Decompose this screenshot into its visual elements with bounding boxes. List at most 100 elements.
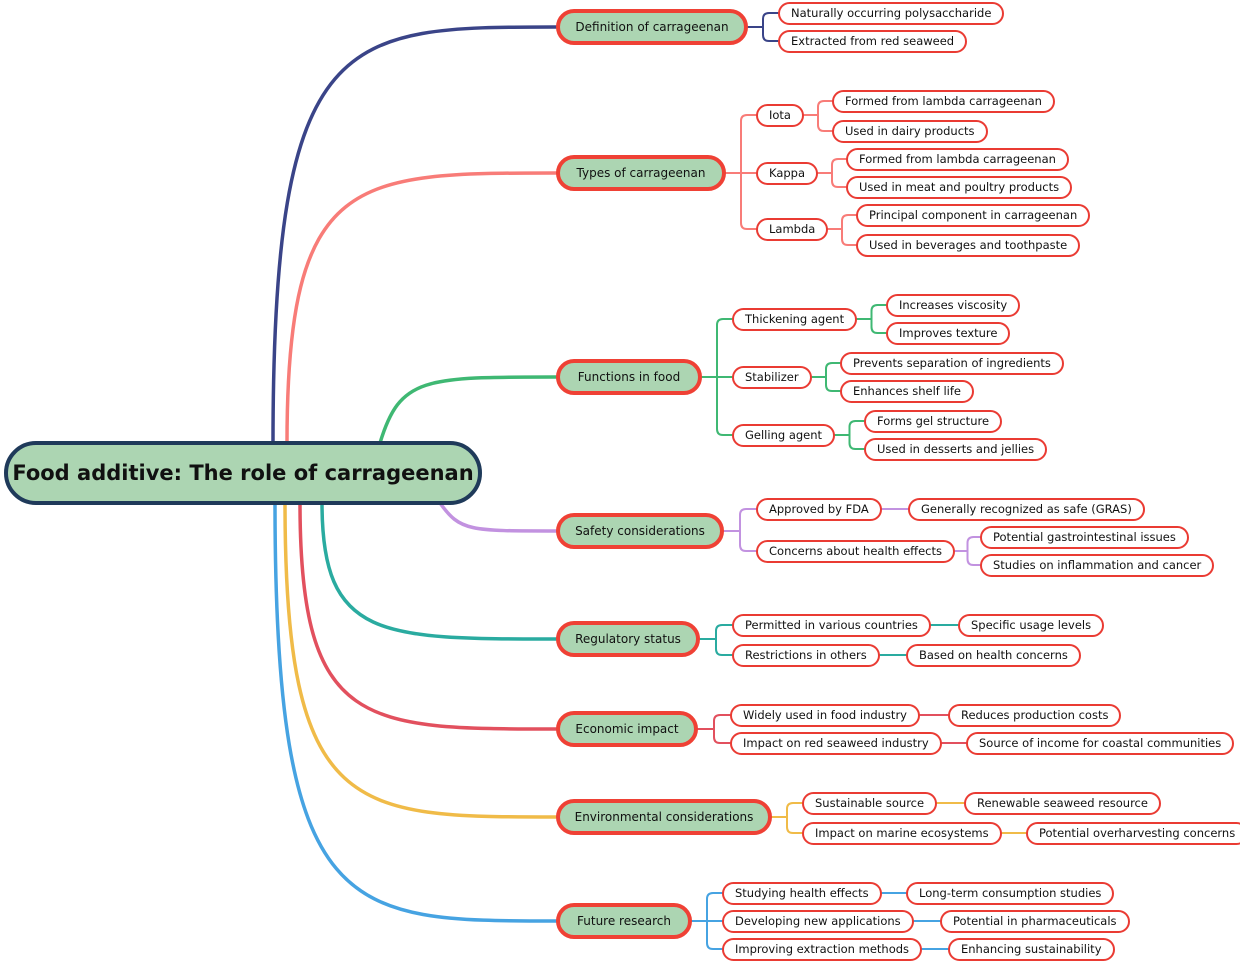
branch-functions-in-food[interactable]: Functions in food	[556, 359, 702, 395]
subtopic-formed-from-lambda-carrageenan[interactable]: Formed from lambda carrageenan	[846, 147, 1069, 171]
subtopic-generally-recognized-as-safe-gras-label: Generally recognized as safe (GRAS)	[921, 502, 1132, 516]
connector-used-in-beverages-and-toothpaste	[827, 228, 857, 246]
subtopic-reduces-production-costs[interactable]: Reduces production costs	[948, 703, 1122, 727]
topic-iota[interactable]: Iota	[756, 103, 804, 127]
subtopic-used-in-dairy-products[interactable]: Used in dairy products	[832, 119, 988, 143]
branch-future-research[interactable]: Future research	[556, 903, 692, 939]
topic-lambda[interactable]: Lambda	[756, 217, 829, 241]
topic-impact-on-red-seaweed-industry-label: Impact on red seaweed industry	[743, 736, 929, 750]
topic-extracted-from-red-seaweed-label: Extracted from red seaweed	[791, 34, 955, 48]
connector-extracted-from-red-seaweed	[747, 26, 779, 42]
topic-sustainable-source[interactable]: Sustainable source	[802, 791, 938, 815]
connector-studying-health-effects	[691, 892, 723, 922]
subtopic-enhances-shelf-life[interactable]: Enhances shelf life	[840, 379, 974, 403]
topic-lambda-label: Lambda	[769, 222, 816, 236]
connector-improving-extraction-methods	[691, 920, 723, 950]
connector-gelling-agent	[701, 376, 733, 436]
root-topic-label: Food additive: The role of carrageenan	[12, 461, 474, 485]
connector-improves-texture	[856, 318, 887, 334]
subtopic-long-term-consumption-studies[interactable]: Long-term consumption studies	[906, 881, 1115, 905]
root-connector-functions-in-food	[378, 375, 558, 445]
topic-extracted-from-red-seaweed[interactable]: Extracted from red seaweed	[778, 29, 968, 53]
subtopic-forms-gel-structure-label: Forms gel structure	[877, 414, 990, 428]
subtopic-formed-from-lambda-carrageenan[interactable]: Formed from lambda carrageenan	[832, 89, 1055, 113]
branch-definition-of-carrageenan[interactable]: Definition of carrageenan	[556, 9, 748, 45]
branch-regulatory-status[interactable]: Regulatory status	[556, 621, 700, 657]
subtopic-enhancing-sustainability[interactable]: Enhancing sustainability	[948, 937, 1115, 961]
subtopic-specific-usage-levels-label: Specific usage levels	[971, 618, 1092, 632]
subtopic-forms-gel-structure[interactable]: Forms gel structure	[864, 409, 1003, 433]
subtopic-based-on-health-concerns-label: Based on health concerns	[919, 648, 1068, 662]
connector-approved-by-fda	[723, 508, 757, 532]
subtopic-increases-viscosity[interactable]: Increases viscosity	[886, 293, 1021, 317]
connector-used-in-dairy-products	[803, 114, 833, 132]
root-connector-economic-impact	[298, 501, 558, 731]
topic-kappa[interactable]: Kappa	[756, 161, 819, 185]
subtopic-potential-in-pharmaceuticals[interactable]: Potential in pharmaceuticals	[940, 909, 1130, 933]
subtopic-long-term-consumption-studies-label: Long-term consumption studies	[919, 886, 1102, 900]
topic-gelling-agent[interactable]: Gelling agent	[732, 423, 836, 447]
topic-naturally-occurring-polysaccharide-label: Naturally occurring polysaccharide	[791, 6, 992, 20]
topic-widely-used-in-food-industry[interactable]: Widely used in food industry	[730, 703, 920, 727]
connector-enhances-shelf-life	[811, 376, 841, 392]
topic-impact-on-marine-ecosystems-label: Impact on marine ecosystems	[815, 826, 989, 840]
topic-studying-health-effects[interactable]: Studying health effects	[722, 881, 882, 905]
connector-iota	[725, 114, 757, 174]
topic-permitted-in-various-countries-label: Permitted in various countries	[745, 618, 918, 632]
topic-naturally-occurring-polysaccharide[interactable]: Naturally occurring polysaccharide	[778, 1, 1005, 25]
root-connector-regulatory-status	[320, 501, 558, 641]
topic-permitted-in-various-countries[interactable]: Permitted in various countries	[732, 613, 931, 637]
subtopic-based-on-health-concerns[interactable]: Based on health concerns	[906, 643, 1081, 667]
connector-naturally-occurring-polysaccharide	[747, 12, 779, 28]
subtopic-used-in-beverages-and-toothpaste[interactable]: Used in beverages and toothpaste	[856, 233, 1081, 257]
subtopic-studies-on-inflammation-and-cancer-label: Studies on inflammation and cancer	[993, 558, 1202, 572]
branch-economic-impact[interactable]: Economic impact	[556, 711, 698, 747]
subtopic-potential-overharvesting-concerns[interactable]: Potential overharvesting concerns	[1026, 821, 1240, 845]
subtopic-used-in-meat-and-poultry-products-label: Used in meat and poultry products	[859, 180, 1060, 194]
subtopic-renewable-seaweed-resource-label: Renewable seaweed resource	[977, 796, 1148, 810]
root-topic[interactable]: Food additive: The role of carrageenan	[4, 441, 482, 505]
subtopic-generally-recognized-as-safe-gras[interactable]: Generally recognized as safe (GRAS)	[908, 497, 1145, 521]
branch-safety-considerations[interactable]: Safety considerations	[556, 513, 724, 549]
topic-impact-on-red-seaweed-industry[interactable]: Impact on red seaweed industry	[730, 731, 942, 755]
subtopic-enhancing-sustainability-label: Enhancing sustainability	[961, 942, 1102, 956]
topic-improving-extraction-methods-label: Improving extraction methods	[735, 942, 910, 956]
subtopic-source-of-income-for-coastal-communities[interactable]: Source of income for coastal communities	[966, 731, 1235, 755]
branch-environmental-considerations-label: Environmental considerations	[574, 810, 754, 824]
topic-stabilizer[interactable]: Stabilizer	[732, 365, 812, 389]
subtopic-potential-gastrointestinal-issues[interactable]: Potential gastrointestinal issues	[980, 525, 1189, 549]
topic-iota-label: Iota	[769, 108, 791, 122]
topic-approved-by-fda[interactable]: Approved by FDA	[756, 497, 882, 521]
subtopic-improves-texture[interactable]: Improves texture	[886, 321, 1011, 345]
branch-types-of-carrageenan-label: Types of carrageenan	[576, 166, 706, 180]
topic-improving-extraction-methods[interactable]: Improving extraction methods	[722, 937, 923, 961]
root-connector-future-research	[273, 501, 558, 923]
subtopic-increases-viscosity-label: Increases viscosity	[899, 298, 1008, 312]
subtopic-specific-usage-levels[interactable]: Specific usage levels	[958, 613, 1105, 637]
branch-environmental-considerations[interactable]: Environmental considerations	[556, 799, 772, 835]
subtopic-renewable-seaweed-resource[interactable]: Renewable seaweed resource	[964, 791, 1161, 815]
topic-thickening-agent[interactable]: Thickening agent	[732, 307, 858, 331]
connector-sustainable-source	[771, 802, 803, 818]
subtopic-prevents-separation-of-ingredients[interactable]: Prevents separation of ingredients	[840, 351, 1064, 375]
topic-sustainable-source-label: Sustainable source	[815, 796, 925, 810]
topic-restrictions-in-others[interactable]: Restrictions in others	[732, 643, 880, 667]
connector-increases-viscosity	[856, 304, 887, 320]
subtopic-studies-on-inflammation-and-cancer[interactable]: Studies on inflammation and cancer	[980, 553, 1215, 577]
connector-restrictions-in-others	[699, 638, 733, 656]
subtopic-potential-overharvesting-concerns-label: Potential overharvesting concerns	[1039, 826, 1236, 840]
branch-types-of-carrageenan[interactable]: Types of carrageenan	[556, 155, 726, 191]
subtopic-used-in-desserts-and-jellies[interactable]: Used in desserts and jellies	[864, 437, 1048, 461]
connector-prevents-separation-of-ingredients	[811, 362, 841, 378]
topic-concerns-about-health-effects[interactable]: Concerns about health effects	[756, 539, 956, 563]
subtopic-used-in-meat-and-poultry-products[interactable]: Used in meat and poultry products	[846, 175, 1073, 199]
branch-economic-impact-label: Economic impact	[575, 722, 679, 736]
topic-stabilizer-label: Stabilizer	[745, 370, 799, 384]
subtopic-source-of-income-for-coastal-communities-label: Source of income for coastal communities	[979, 736, 1222, 750]
connector-thickening-agent	[701, 318, 733, 378]
topic-impact-on-marine-ecosystems[interactable]: Impact on marine ecosystems	[802, 821, 1002, 845]
topic-concerns-about-health-effects-label: Concerns about health effects	[769, 544, 943, 558]
subtopic-principal-component-in-carrageenan[interactable]: Principal component in carrageenan	[856, 203, 1091, 227]
topic-developing-new-applications[interactable]: Developing new applications	[722, 909, 914, 933]
